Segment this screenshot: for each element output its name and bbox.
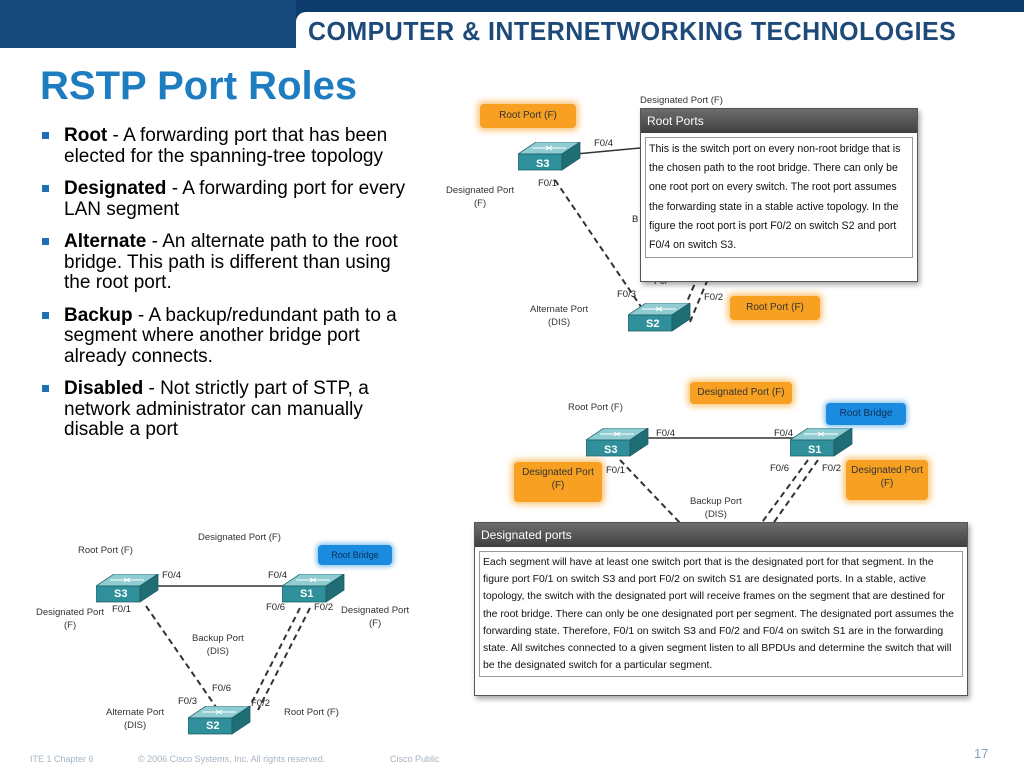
bullet-backup: Backup - A backup/redundant path to a se… <box>42 304 422 368</box>
label-root-port-s2: Root Port (F) <box>730 296 820 320</box>
switch-label-s3: S3 <box>536 158 550 170</box>
diagram-right-links <box>619 437 819 526</box>
switch-label-s3: S3 <box>114 588 128 600</box>
switch-s3-top <box>518 142 581 171</box>
label-text: Designated Port (F) <box>446 185 515 209</box>
port-f03: F0/3 <box>178 696 198 707</box>
bullet-disabled: Disabled - Not strictly part of STP, a n… <box>42 378 422 441</box>
label-text: Designated Port (F) <box>851 465 923 489</box>
header-title-box: COMPUTER & INTERNETWORKING TECHNOLOGIES <box>296 12 1024 48</box>
bullet-text: - A backup/redundant path to a segment w… <box>64 304 397 367</box>
diagram-bottom-links <box>145 585 311 711</box>
popup-title: Root Ports <box>641 109 917 133</box>
label-text: Backup Port (DIS) <box>690 496 742 520</box>
port-f02-b: F0/2 <box>251 698 271 709</box>
label-backup-port: Backup Port (DIS) <box>192 632 244 658</box>
label-text: Designated Port (F) <box>341 605 410 629</box>
switch-s1-bottom <box>282 574 345 603</box>
port-f04: F0/4 <box>594 138 614 149</box>
port-partial-b: B <box>632 214 639 225</box>
port-f01: F0/1 <box>112 604 132 615</box>
label-root-port-s2: Root Port (F) <box>284 707 339 718</box>
port-f02-a: F0/2 <box>314 602 334 613</box>
bullet-square-icon <box>42 238 49 245</box>
port-f06-b: F0/6 <box>212 683 232 694</box>
label-root-port-s3: Root Port (F) <box>480 104 576 128</box>
bullet-term: Backup <box>64 304 133 326</box>
switch-label-s2: S2 <box>646 318 660 330</box>
bullet-root: Root - A forwarding port that has been e… <box>42 125 422 167</box>
port-f04-b: F0/4 <box>268 570 288 581</box>
label-backup-port: Backup Port (DIS) <box>690 495 742 521</box>
label-designated-port-top: Designated Port (F) <box>640 95 723 106</box>
switch-label-s1: S1 <box>808 444 822 456</box>
popup-designated-ports: Designated ports Each segment will have … <box>474 522 968 696</box>
port-f01: F0/1 <box>538 178 558 189</box>
header-banner-text: COMPUTER & INTERNETWORKING TECHNOLOGIES <box>308 16 957 46</box>
port-f04-b: F0/4 <box>774 428 794 439</box>
label-root-port: Root Port (F) <box>78 545 133 556</box>
bullet-designated: Designated - A forwarding port for every… <box>42 178 422 220</box>
label-text: Alternate Port (DIS) <box>106 707 165 731</box>
port-f04-a: F0/4 <box>162 570 182 581</box>
label-text: Alternate Port (DIS) <box>530 304 589 328</box>
bullet-alternate: Alternate - An alternate path to the roo… <box>42 231 422 294</box>
port-f04-a: F0/4 <box>656 428 676 439</box>
popup-title: Designated ports <box>475 523 967 547</box>
switch-s3-right <box>586 428 649 457</box>
bullet-term: Designated <box>64 178 167 199</box>
label-designated-port-s3: Designated Port (F) <box>514 462 602 502</box>
popup-body: This is the switch port on every non-roo… <box>645 137 913 259</box>
port-f06-a: F0/6 <box>266 602 286 613</box>
switch-s1-right <box>790 428 853 457</box>
switch-s3-bottom <box>96 574 159 603</box>
label-designated-port-left: Designated Port (F) <box>36 606 104 632</box>
footer-copyright: © 2006 Cisco Systems, Inc. All rights re… <box>138 754 326 764</box>
bullet-text: - A forwarding port that has been electe… <box>64 125 388 167</box>
label-root-bridge: Root Bridge <box>826 403 906 425</box>
label-designated-port-right: Designated Port (F) <box>341 604 409 630</box>
switch-s2-bottom <box>188 706 251 735</box>
slide-title: RSTP Port Roles <box>40 64 358 108</box>
bullet-list: Root - A forwarding port that has been e… <box>42 125 422 453</box>
label-designated-port-top: Designated Port (F) <box>198 532 281 543</box>
bullet-text: - Not strictly part of STP, a network ad… <box>64 378 369 440</box>
switch-label-s3: S3 <box>604 444 618 456</box>
port-f02: F0/2 <box>822 463 842 474</box>
bullet-term: Disabled <box>64 378 144 399</box>
header-banner: COMPUTER & INTERNETWORKING TECHNOLOGIES <box>0 0 1024 48</box>
page-number: 17 <box>974 746 989 761</box>
bullet-text: - A forwarding port for every LAN segmen… <box>64 178 406 220</box>
label-designated-port-top: Designated Port (F) <box>690 382 792 404</box>
bullet-square-icon <box>42 185 49 192</box>
bullet-square-icon <box>42 311 49 319</box>
switch-s2-top <box>628 303 691 332</box>
bullet-text: - An alternate path to the root bridge. … <box>64 231 398 293</box>
label-text: Designated Port (F) <box>36 607 105 631</box>
label-text: Designated Port (F) <box>522 467 594 491</box>
switch-label-s1: S1 <box>300 588 314 600</box>
label-designated-port-left: Designated Port (F) <box>446 184 514 210</box>
footer-classification: Cisco Public <box>390 754 440 764</box>
bullet-square-icon <box>42 132 49 139</box>
label-text: Backup Port (DIS) <box>192 633 244 657</box>
header-left-block <box>0 0 296 48</box>
port-f02: F0/2 <box>704 292 724 303</box>
label-designated-port-s1: Designated Port (F) <box>846 460 928 500</box>
port-f03: F0/3 <box>617 289 637 300</box>
switch-label-s2: S2 <box>206 720 220 732</box>
bullet-term: Root <box>64 125 108 146</box>
label-root-port: Root Port (F) <box>568 402 623 413</box>
label-alternate-port: Alternate Port (DIS) <box>530 303 588 329</box>
port-f06: F0/6 <box>770 463 790 474</box>
bullet-term: Alternate <box>64 231 147 252</box>
popup-body: Each segment will have at least one swit… <box>479 551 963 678</box>
label-alternate-port: Alternate Port (DIS) <box>106 706 164 732</box>
bullet-square-icon <box>42 385 49 392</box>
port-f01: F0/1 <box>606 465 626 476</box>
popup-root-ports: Root Ports This is the switch port on ev… <box>640 108 918 282</box>
footer-course: ITE 1 Chapter 6 <box>30 754 94 764</box>
label-root-bridge: Root Bridge <box>318 545 392 565</box>
